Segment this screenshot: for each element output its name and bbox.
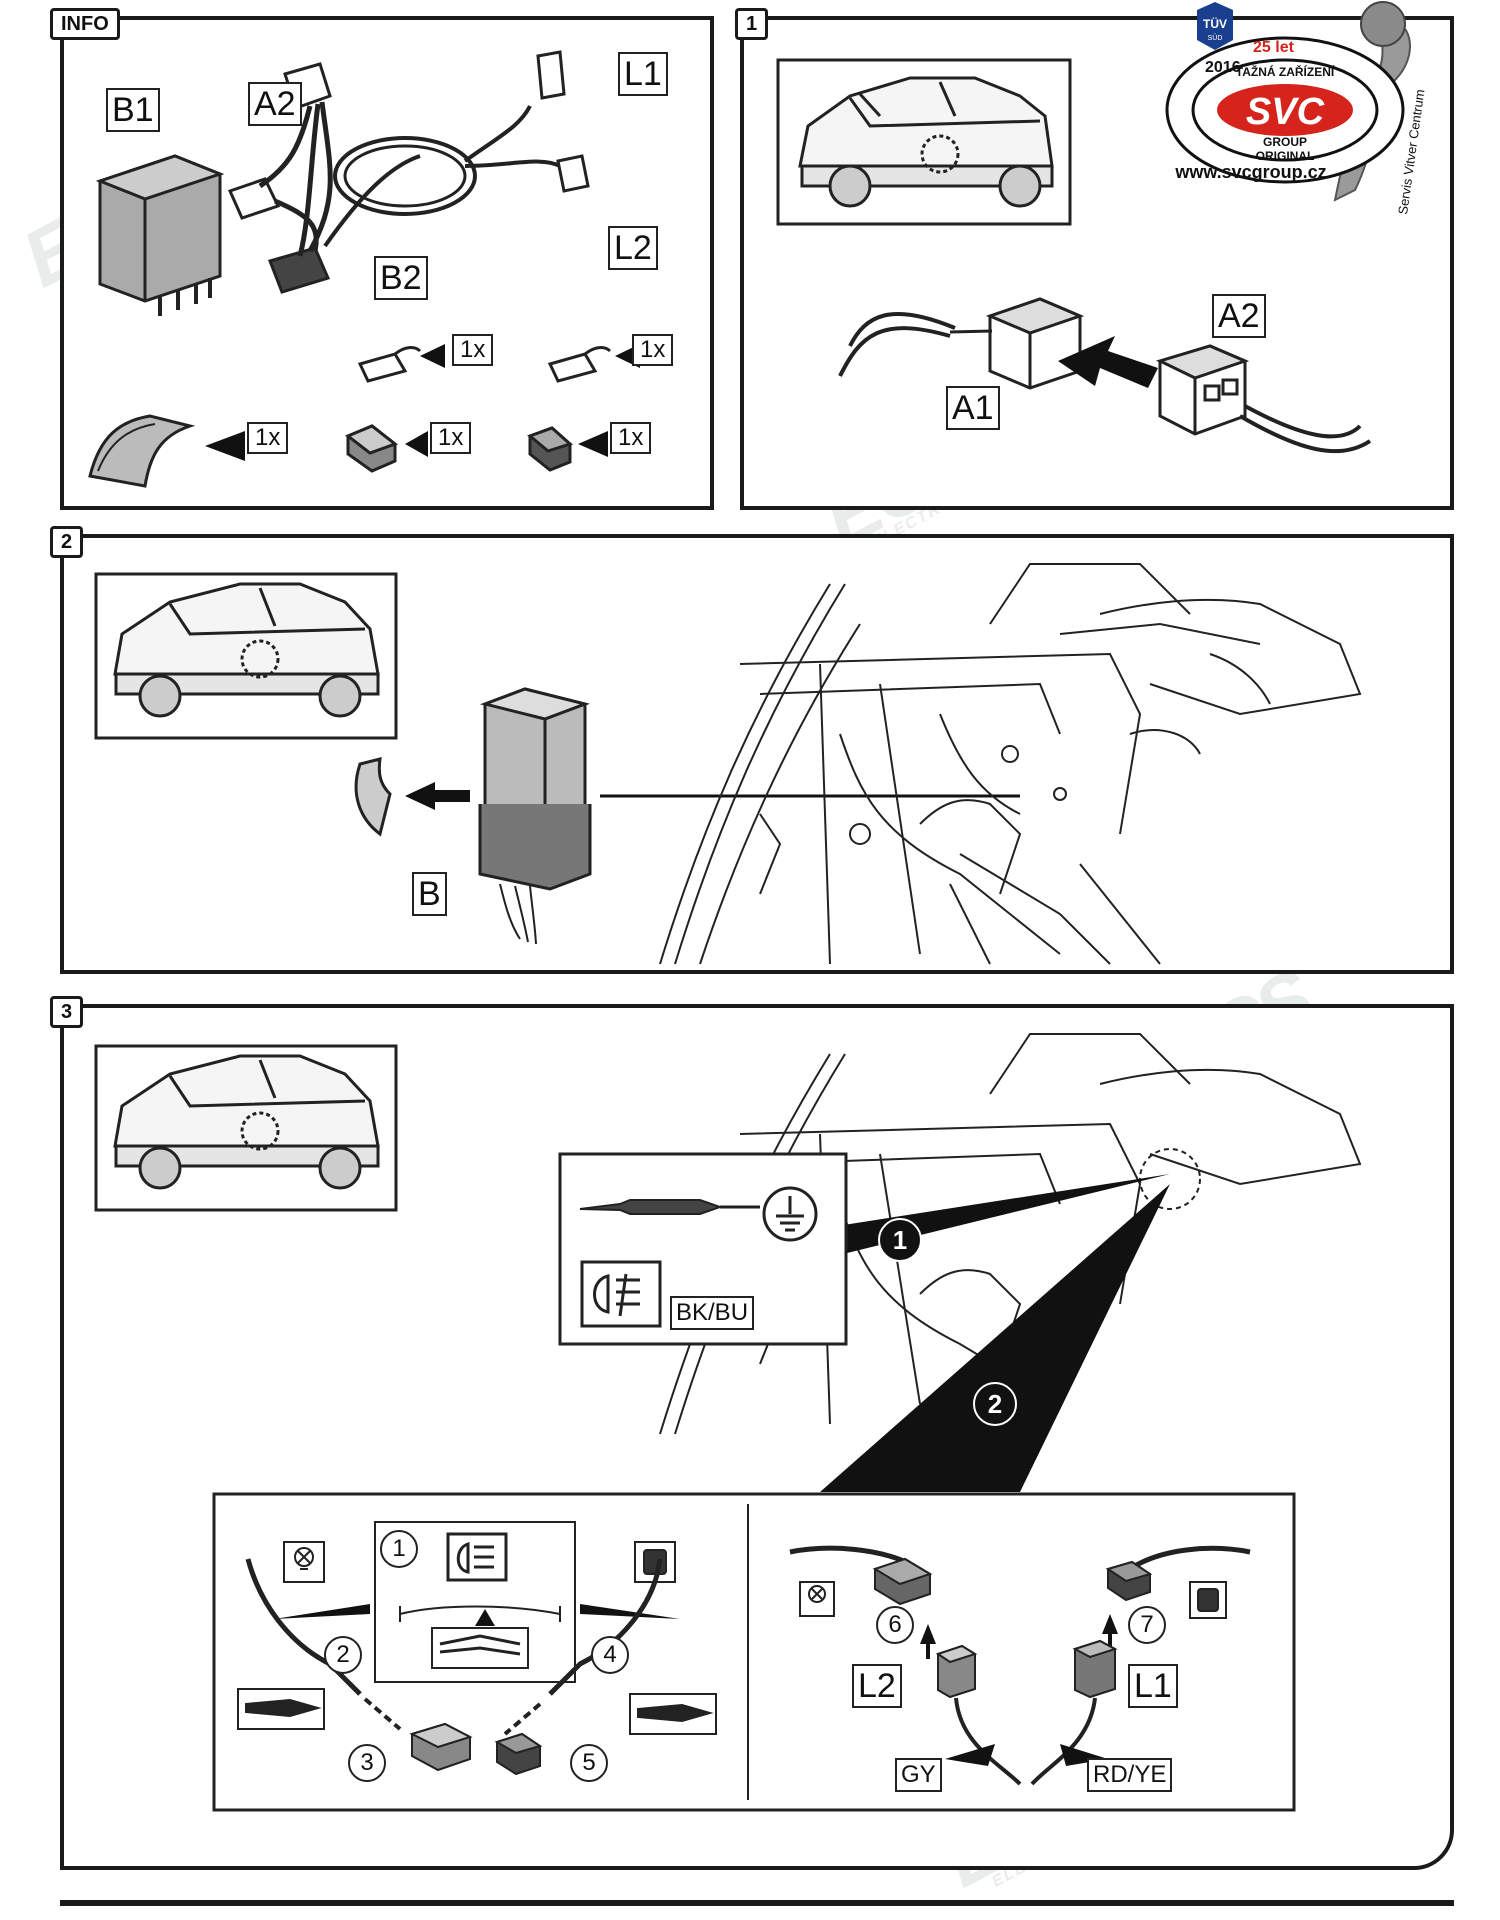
step1-tab: 1 xyxy=(735,8,769,40)
svc-logo: TÜV SÜD 2016 25 let TAŽNÁ ZAŘÍZENÍ SVC G… xyxy=(1165,1,1428,215)
wire-color-label: BK/BU xyxy=(670,1296,755,1330)
crimp-tool-icon xyxy=(629,1693,717,1735)
adhesive-pad-icon xyxy=(354,757,392,837)
vehicle-interior-drawing xyxy=(659,563,1362,965)
label-b-step2: B xyxy=(412,872,447,916)
wire-cutter-icon xyxy=(431,1627,529,1669)
arrow-icon xyxy=(1058,336,1158,388)
step-number: 3 xyxy=(348,1744,386,1782)
plug-l1-icon xyxy=(1072,1639,1118,1699)
step1-illustration xyxy=(776,58,1372,454)
plug-l2-icon xyxy=(935,1644,978,1699)
crimp-tool-icon xyxy=(237,1688,325,1730)
step-number: 5 xyxy=(570,1744,608,1782)
test-lamp-icon xyxy=(579,1199,760,1215)
logo-years-label: 25 let xyxy=(1253,39,1295,56)
callout-2: 2 xyxy=(973,1382,1017,1426)
label-b2: B2 xyxy=(374,256,428,300)
info-parts-illustration xyxy=(88,50,640,488)
step-number: 4 xyxy=(591,1636,629,1674)
step-number: 6 xyxy=(876,1606,914,1644)
logo-tagline: TAŽNÁ ZAŘÍZENÍ xyxy=(1236,64,1335,79)
label-l2-detail: L2 xyxy=(852,1664,902,1708)
step2-tab: 2 xyxy=(50,526,84,558)
label-l2: L2 xyxy=(608,226,658,270)
terminal-icon xyxy=(357,346,422,383)
step-number: 2 xyxy=(324,1636,362,1674)
adhesive-pad-icon xyxy=(88,414,196,488)
arrow-icon xyxy=(405,782,470,810)
car-rear-icon xyxy=(113,582,380,718)
wire-color-rdye: RD/YE xyxy=(1087,1758,1173,1792)
logo-year: 2016 xyxy=(1205,59,1241,76)
qty-label: 1x xyxy=(247,422,289,454)
connector-a1-icon xyxy=(838,297,1085,390)
connector-housing-icon xyxy=(1105,1560,1153,1602)
switch-icon xyxy=(1189,1581,1227,1619)
relay-b1-icon xyxy=(95,154,225,316)
harness-b2-icon xyxy=(227,50,590,294)
connector-housing-icon xyxy=(872,1557,933,1606)
qty-label: 1x xyxy=(452,334,494,366)
logo-original: ORIGINAL xyxy=(1256,149,1315,163)
connector-housing-icon xyxy=(494,1732,543,1776)
connector-housing-icon xyxy=(409,1722,473,1772)
terminal-icon xyxy=(547,346,612,383)
fog-light-icon xyxy=(580,1260,662,1328)
step-number: 7 xyxy=(1128,1606,1166,1644)
car-rear-icon xyxy=(798,76,1054,208)
logo-tuv: TÜV xyxy=(1203,16,1227,31)
bulb-icon xyxy=(283,1541,325,1583)
connector-a2-icon xyxy=(1155,344,1372,454)
step3-illustration xyxy=(94,1033,1362,1812)
wire-color-gy: GY xyxy=(895,1758,942,1792)
car-rear-icon xyxy=(113,1054,380,1190)
step-number: 1 xyxy=(380,1530,418,1568)
connector-housing-icon xyxy=(345,424,399,473)
qty-label: 1x xyxy=(610,422,652,454)
logo-brand: SVC xyxy=(1246,91,1325,133)
label-l1-detail: L1 xyxy=(1128,1664,1178,1708)
logo-url: www.svcgroup.cz xyxy=(1174,162,1326,182)
info-tab: INFO xyxy=(50,8,120,40)
bulb-icon xyxy=(799,1581,835,1617)
label-l1: L1 xyxy=(618,52,668,96)
logo-group: GROUP xyxy=(1263,135,1307,149)
logo-sud: SÜD xyxy=(1208,34,1223,42)
callout-1: 1 xyxy=(878,1218,922,1262)
connector-housing-icon xyxy=(527,426,573,472)
relay-b-icon xyxy=(478,687,592,945)
label-a1-step1: A1 xyxy=(946,386,1000,430)
fog-light-icon xyxy=(446,1532,508,1582)
label-a2: A2 xyxy=(248,82,302,126)
ground-symbol-icon xyxy=(762,1186,818,1242)
step3-tab: 3 xyxy=(50,996,84,1028)
label-b1: B1 xyxy=(106,88,160,132)
page-divider xyxy=(60,1900,1454,1906)
qty-label: 1x xyxy=(632,334,674,366)
qty-label: 1x xyxy=(430,422,472,454)
label-a2-step1: A2 xyxy=(1212,294,1266,338)
step2-illustration xyxy=(94,563,1362,965)
